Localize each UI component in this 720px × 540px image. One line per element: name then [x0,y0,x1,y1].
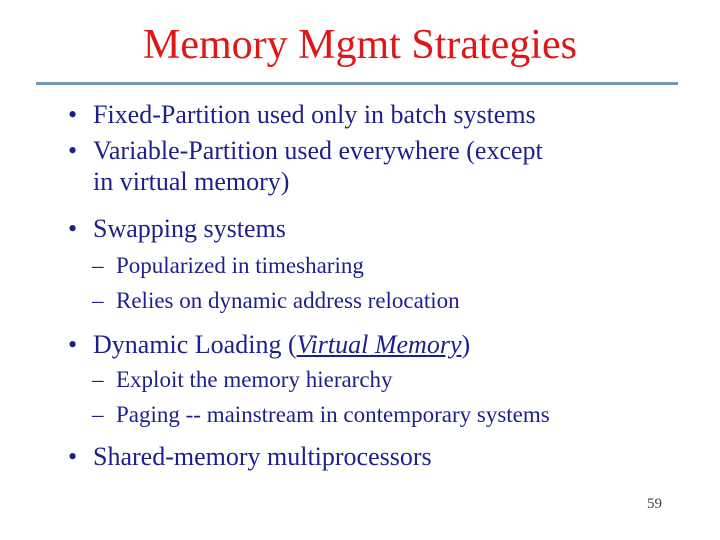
bullet-text: in virtual memory) [93,167,290,196]
bullet-text: Shared-memory multiprocessors [93,442,432,471]
sub-bullet-item: –Paging -- mainstream in contemporary sy… [0,401,720,429]
bullet-dot-icon: • [68,100,78,129]
page-number: 59 [647,496,662,512]
bullet-item: • Shared-memory multiprocessors [0,441,720,472]
sub-bullet-item: –Exploit the memory hierarchy [0,366,720,394]
bullet-item: • Dynamic Loading (Virtual Memory) [0,329,720,360]
bullet-text: Swapping systems [93,214,286,243]
bullet-text: Variable-Partition used everywhere (exce… [93,136,543,165]
bullet-dot-icon: • [68,136,78,165]
bullet-text: Relies on dynamic address relocation [116,288,460,313]
bullet-text: Popularized in timesharing [116,253,364,278]
title-divider-rule [36,82,678,85]
bullet-dot-icon: • [68,330,78,359]
sub-bullet-item: –Popularized in timesharing [0,252,720,280]
bullet-item: • Variable-Partition used everywhere (exc… [0,135,720,197]
bullet-item: • Fixed-Partition used only in batch syst… [0,99,720,130]
bullet-text: ) [461,330,471,359]
dash-icon: – [92,288,104,313]
sub-bullet-item: –Relies on dynamic address relocation [0,287,720,315]
bullet-text: Fixed-Partition used only in batch syste… [93,100,536,129]
bullet-text: Exploit the memory hierarchy [116,367,393,392]
dash-icon: – [92,367,104,392]
bullet-list: • Fixed-Partition used only in batch syst… [0,96,720,472]
bullet-text-emphasis: Virtual Memory [296,330,462,359]
slide-title: Memory Mgmt Strategies [143,22,577,68]
bullet-dot-icon: • [68,214,78,243]
bullet-item: • Swapping systems [0,213,720,244]
bullet-text: Dynamic Loading ( [93,330,297,359]
bullet-text: Paging -- mainstream in contemporary sys… [116,402,550,427]
bullet-dot-icon: • [68,442,78,471]
dash-icon: – [92,253,104,278]
dash-icon: – [92,402,104,427]
